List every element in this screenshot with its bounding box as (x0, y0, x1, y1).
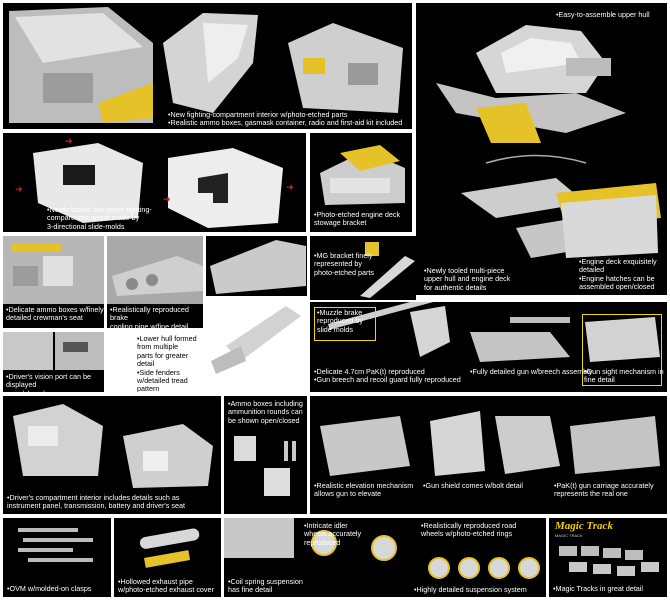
panel-gun-details: •Realistic elevation mechanism allows gu… (310, 396, 667, 514)
panel-mg-gun: •MG bracket finely represented by photo-… (310, 236, 416, 300)
gun-illustration (328, 302, 660, 362)
caption-coil-spring: •Coil spring suspension has fine detail (228, 577, 303, 595)
red-arrow-icon: ➜ (65, 136, 73, 146)
panel-engine-bracket: •Photo-etched engine deck stowage bracke… (310, 133, 412, 232)
caption-vision-port: •Driver's vision port can be displayed o… (6, 372, 91, 392)
panel-lower-hull-text: •Lower hull formed from multiple parts f… (107, 332, 206, 392)
caption-breech-assembly: •Fully detailed gun w/breech assembly (470, 367, 593, 376)
magic-track-logo-subtext: MAGIC TRACK (555, 533, 583, 538)
brake-pipe-illustration (107, 236, 203, 304)
caption-mg-bracket: •MG bracket finely represented by photo-… (314, 251, 374, 277)
panel-driver-interior: •Driver's compartment interior includes … (3, 396, 221, 514)
panel-ammo-seat: •Delicate ammo boxes w/finely detailed c… (3, 236, 104, 328)
panel-fighting-armor: ➜ ➜ ➜ ➜ •Newly tooled one-piece fighting… (3, 133, 306, 232)
fighting-interior-illustration (9, 7, 403, 123)
caption-carriage: •PaK(t) gun carriage accurately represen… (554, 481, 654, 499)
panel-ovm: •OVM w/molded-on clasps (3, 518, 111, 597)
panel-magic-tracks: Magic Track MAGIC TRACK •Magic Tracks in… (549, 518, 667, 597)
caption-suspension: •Highly detailed suspension system (414, 585, 527, 594)
caption-ammo-rounds: •Ammo boxes including ammunition rounds … (228, 399, 303, 425)
caption-ovm: •OVM w/molded-on clasps (7, 584, 92, 593)
caption-fighting-armor: •Newly tooled one-piece fighting- compar… (47, 205, 152, 231)
panel-gun: •Muzzle brake reproduced by slide molds … (310, 302, 667, 392)
caption-road-wheels: •Realistically reproduced road wheels w/… (421, 521, 517, 539)
engine-bracket-illustration (320, 145, 405, 205)
driver-interior-illustration (13, 404, 213, 488)
fighting-armor-illustration (33, 143, 283, 228)
caption-lower-hull: •Lower hull formed from multiple parts f… (137, 334, 197, 392)
caption-upper-hull: •Easy-to-assemble upper hull (556, 10, 650, 19)
caption-fighting-interior: •New fighting-compartment interior w/pho… (168, 110, 403, 128)
caption-engine-bracket: •Photo-etched engine deck stowage bracke… (314, 210, 401, 228)
ammo-seat-illustration (3, 236, 104, 304)
panel-brake-pipe: •Realistically reproduced brake cooling … (107, 236, 203, 328)
suspension-illustration (224, 518, 540, 579)
caption-brake-pipe: •Realistically reproduced brake cooling … (110, 305, 189, 328)
caption-gun-shield: •Gun shield comes w/bolt detail (423, 481, 523, 490)
panel-upper-hull: •Easy-to-assemble upper hull •Newly tool… (416, 3, 667, 295)
caption-ammo-seat: •Delicate ammo boxes w/finely detailed c… (6, 305, 104, 323)
caption-gun-sight: •Gun sight mechanism in fine detail (584, 367, 664, 385)
tread-pattern-illustration (206, 236, 307, 374)
magic-track-logo: Magic Track (555, 520, 613, 532)
mg-bracket-illustration (360, 242, 415, 298)
caption-muzzle-brake: •Muzzle brake reproduced by slide molds (317, 308, 363, 334)
red-arrow-icon: ➜ (15, 184, 23, 194)
red-arrow-icon: ➜ (286, 182, 294, 192)
gun-details-illustration (320, 411, 660, 476)
caption-magic-tracks: •Magic Tracks in great detail (553, 584, 644, 593)
gun-sight-callout-box (582, 314, 662, 386)
vision-port-illustration (3, 332, 104, 370)
magic-tracks-illustration (559, 546, 659, 576)
caption-gun-47: •Delicate 4.7cm PaK(t) reproduced •Gun b… (314, 367, 461, 385)
caption-engine-deck: •Engine deck exquisitely detailed •Engin… (579, 257, 657, 292)
ammo-rounds-illustration (234, 436, 296, 496)
muzzle-brake-callout-box (314, 307, 376, 341)
caption-multipiece-hull: •Newly tooled multi-piece upper hull and… (424, 266, 511, 292)
panel-ammo-rounds: •Ammo boxes including ammunition rounds … (224, 396, 307, 514)
panel-vision-port: •Driver's vision port can be displayed o… (3, 332, 104, 392)
ovm-illustration (18, 528, 93, 562)
red-arrow-icon: ➜ (163, 194, 171, 204)
caption-exhaust: •Hollowed exhaust pipe w/photo-etched ex… (118, 577, 214, 595)
caption-driver-interior: •Driver's compartment interior includes … (7, 493, 185, 511)
panel-tread-pattern (206, 236, 307, 392)
panel-exhaust: •Hollowed exhaust pipe w/photo-etched ex… (114, 518, 221, 597)
caption-idler: •Intricate idler wheels accurately repro… (304, 521, 362, 547)
upper-hull-illustration (436, 25, 661, 258)
panel-fighting-interior: •New fighting-compartment interior w/pho… (3, 3, 412, 129)
panel-suspension: •Coil spring suspension has fine detail … (224, 518, 546, 597)
exhaust-illustration (139, 528, 200, 568)
caption-elevation: •Realistic elevation mechanism allows gu… (314, 481, 414, 499)
